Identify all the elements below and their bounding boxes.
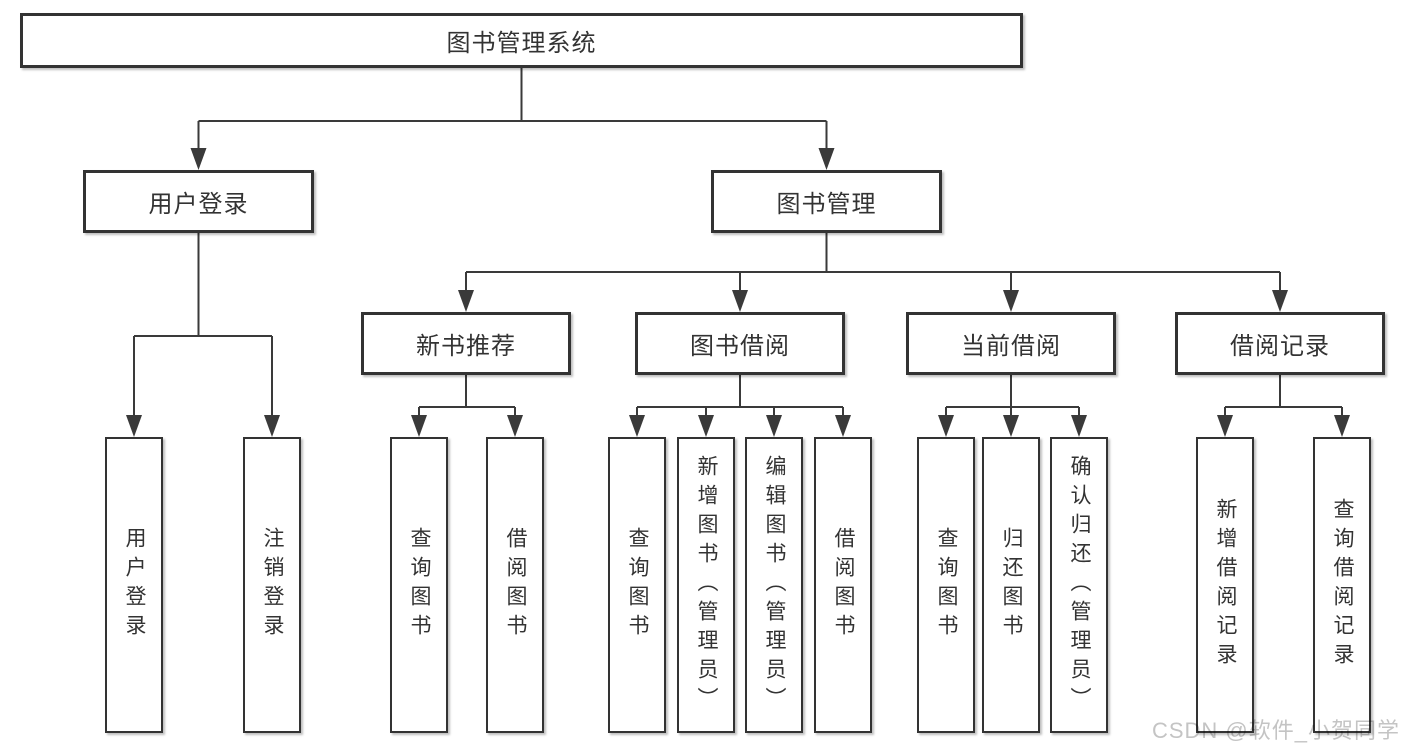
node-root-title: 图书管理系统	[20, 13, 1023, 68]
leaf-cb-query-book: 查询图书	[917, 437, 975, 733]
leaf-bb-edit-book-admin: 编辑图书（管理员）	[745, 437, 803, 733]
leaf-rec-query-book: 查询图书	[390, 437, 448, 733]
leaf-cb-confirm-return-admin: 确认归还（管理员）	[1050, 437, 1108, 733]
leaf-user-login: 用户登录	[105, 437, 163, 733]
node-book-borrow: 图书借阅	[635, 312, 845, 375]
node-borrow-records: 借阅记录	[1175, 312, 1385, 375]
leaf-br-add-record: 新增借阅记录	[1196, 437, 1254, 733]
leaf-rec-borrow-book: 借阅图书	[486, 437, 544, 733]
leaf-bb-add-book-admin: 新增图书（管理员）	[677, 437, 735, 733]
leaf-logout: 注销登录	[243, 437, 301, 733]
leaf-bb-query-book: 查询图书	[608, 437, 666, 733]
node-new-book-recommend: 新书推荐	[361, 312, 571, 375]
node-book-management: 图书管理	[711, 170, 942, 233]
leaf-bb-borrow-book: 借阅图书	[814, 437, 872, 733]
leaf-br-query-record: 查询借阅记录	[1313, 437, 1371, 733]
node-current-borrow: 当前借阅	[906, 312, 1116, 375]
node-user-login: 用户登录	[83, 170, 314, 233]
arrowheads	[126, 148, 1350, 437]
leaf-cb-return-book: 归还图书	[982, 437, 1040, 733]
csdn-watermark: CSDN @软件_小贺同学	[1151, 718, 1400, 743]
